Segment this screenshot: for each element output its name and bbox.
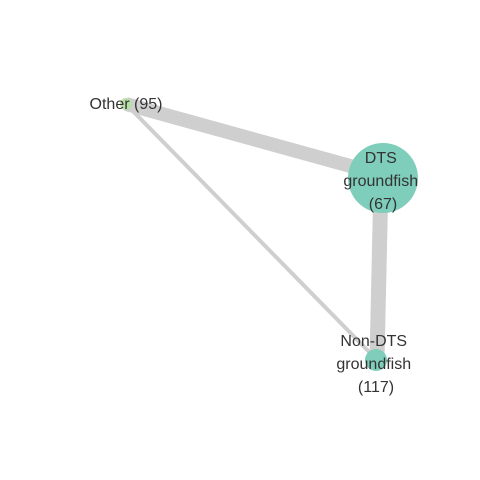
node-other [120,98,132,110]
label-nondts-line-3: (117) [358,379,394,396]
labels-layer: Other (95) DTS groundfish (67) Non-DTS g… [90,96,422,396]
label-non-dts-groundfish: Non-DTS groundfish (117) [336,333,415,396]
edge-other-dts [124,97,385,182]
nodes-layer [120,98,418,371]
node-dts-groundfish [348,143,418,213]
label-other: Other (95) [90,96,163,113]
label-dts-groundfish: DTS groundfish (67) [343,150,422,213]
node-non-dts-groundfish [365,349,387,371]
label-other-line-1: Other (95) [90,96,163,113]
edge-other-nondts [124,102,379,362]
label-dts-line-1: DTS [365,150,397,167]
label-nondts-line-1: Non-DTS [340,333,407,350]
label-dts-line-2: groundfish [343,173,418,190]
label-nondts-line-2: groundfish [336,356,411,373]
label-dts-line-3: (67) [369,196,397,213]
